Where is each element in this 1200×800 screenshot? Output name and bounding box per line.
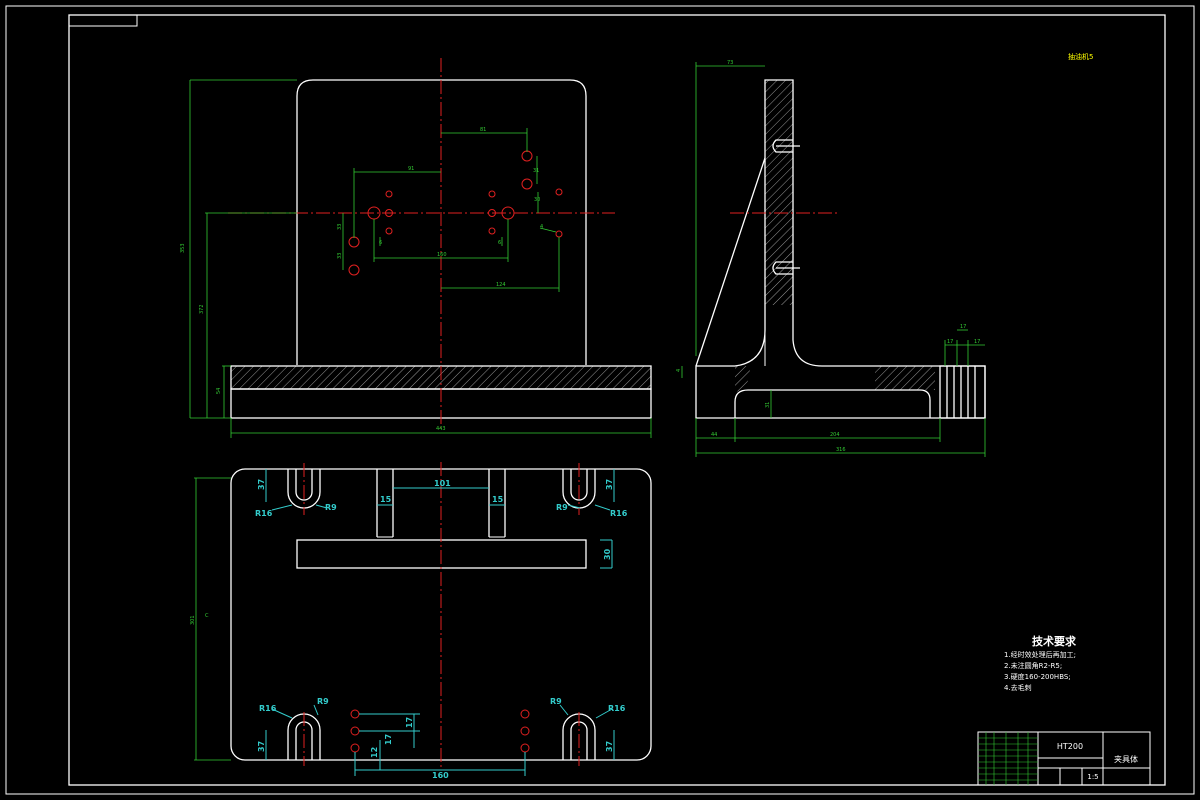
tech-req-item-1: 1.经时效处理后再加工; bbox=[1004, 650, 1076, 659]
dim-15-left: 15 bbox=[380, 495, 392, 504]
svg-text:443: 443 bbox=[436, 426, 446, 432]
tech-req-item-4: 4.去毛刺 bbox=[1004, 683, 1032, 692]
svg-text:54: 54 bbox=[216, 388, 222, 394]
side-view-slot-lines bbox=[939, 365, 986, 419]
dim-37-top-right: 37 bbox=[605, 479, 614, 490]
tech-req-item-3: 3.硬度160-200HBS; bbox=[1004, 672, 1071, 681]
svg-text:33: 33 bbox=[337, 253, 343, 259]
svg-text:372: 372 bbox=[199, 304, 205, 314]
sheet-border-inner bbox=[68, 14, 1166, 786]
svg-text:4: 4 bbox=[540, 224, 543, 230]
front-view-holes bbox=[348, 150, 563, 276]
title-block: HT200 夹具体 1:5 bbox=[977, 731, 1151, 786]
dim-12: 12 bbox=[370, 747, 379, 758]
dim-r9-top-right: R9 bbox=[556, 503, 568, 512]
hole bbox=[488, 227, 496, 235]
bottom-view: 301 C bbox=[190, 462, 652, 780]
svg-text:81: 81 bbox=[480, 127, 486, 133]
dim-r16-bottom-left: R16 bbox=[259, 704, 277, 713]
dim-r16-top-right: R16 bbox=[610, 509, 628, 518]
svg-text:44: 44 bbox=[711, 432, 717, 438]
corner-note: 抽油机5 bbox=[1068, 52, 1093, 61]
hole bbox=[555, 230, 563, 238]
dim-17-a: 17 bbox=[405, 717, 414, 728]
dim-15-right: 15 bbox=[492, 495, 504, 504]
front-view: 353 372 54 443 81 91 160 124 31 30 33 33… bbox=[180, 58, 652, 438]
svg-text:31: 31 bbox=[765, 402, 771, 408]
svg-text:204: 204 bbox=[830, 432, 840, 438]
svg-text:17: 17 bbox=[947, 339, 953, 345]
svg-text:124: 124 bbox=[496, 282, 506, 288]
dim-17-b: 17 bbox=[384, 734, 393, 745]
hole bbox=[385, 227, 393, 235]
title-block-grid bbox=[978, 732, 1038, 785]
svg-text:17: 17 bbox=[960, 324, 966, 330]
drawing-number-box bbox=[68, 14, 138, 27]
svg-text:73: 73 bbox=[727, 60, 733, 66]
bottom-view-dimension-lines: 301 C bbox=[190, 469, 615, 776]
dim-37-bottom-right: 37 bbox=[605, 741, 614, 752]
tech-req-title: 技术要求 bbox=[1032, 634, 1077, 648]
side-view: 73 44 204 316 31 4 17 17 17 bbox=[676, 60, 986, 457]
side-view-dimensions: 73 44 204 316 31 4 17 17 17 bbox=[676, 60, 986, 457]
svg-text:30: 30 bbox=[534, 197, 540, 203]
svg-text:31: 31 bbox=[533, 168, 539, 174]
side-view-right-hatch bbox=[875, 366, 935, 390]
dim-r9-top-left: R9 bbox=[325, 503, 337, 512]
svg-text:C: C bbox=[205, 613, 209, 619]
title-block-part-name: 夹具体 bbox=[1114, 754, 1138, 764]
svg-text:353: 353 bbox=[180, 243, 186, 253]
dim-30: 30 bbox=[603, 548, 612, 560]
technical-requirements: 技术要求 1.经时效处理后再加工; 2.未注圆角R2-R5; 3.硬度160-2… bbox=[1004, 634, 1077, 692]
svg-text:17: 17 bbox=[974, 339, 980, 345]
hole bbox=[348, 264, 360, 276]
bottom-view-dimension-labels: 37 15 101 15 37 R16 R9 R9 R16 30 R16 R9 … bbox=[255, 479, 628, 780]
sheet-border-outer bbox=[5, 5, 1195, 795]
dim-37-top-left: 37 bbox=[257, 479, 266, 490]
hole bbox=[521, 150, 533, 162]
side-view-left-hatch bbox=[735, 366, 750, 392]
hole bbox=[348, 236, 360, 248]
side-view-inner-cut bbox=[734, 389, 931, 418]
hole bbox=[488, 209, 496, 217]
svg-text:301: 301 bbox=[190, 615, 196, 625]
svg-text:316: 316 bbox=[836, 447, 846, 453]
svg-text:91: 91 bbox=[408, 166, 414, 172]
side-view-hatched-web bbox=[765, 80, 793, 305]
svg-text:160: 160 bbox=[437, 252, 447, 258]
hole bbox=[488, 190, 496, 198]
svg-text:6: 6 bbox=[379, 240, 382, 246]
hole bbox=[555, 188, 563, 196]
title-block-scale: 1:5 bbox=[1087, 773, 1098, 781]
svg-text:4: 4 bbox=[676, 369, 682, 372]
dim-160: 160 bbox=[432, 771, 449, 780]
dim-37-bottom-left: 37 bbox=[257, 741, 266, 752]
side-view-bolts bbox=[772, 139, 800, 275]
tech-req-item-2: 2.未注圆角R2-R5; bbox=[1004, 661, 1062, 670]
title-block-material: HT200 bbox=[1057, 742, 1083, 751]
dim-r9-bottom-left: R9 bbox=[317, 697, 329, 706]
hole bbox=[385, 190, 393, 198]
side-view-rib bbox=[695, 157, 766, 367]
hole bbox=[521, 178, 533, 190]
dim-r9-bottom-right: R9 bbox=[550, 697, 562, 706]
dim-r16-bottom-right: R16 bbox=[608, 704, 626, 713]
dim-r16-top-left: R16 bbox=[255, 509, 273, 518]
front-view-dimensions: 353 372 54 443 81 91 160 124 31 30 33 33… bbox=[180, 79, 652, 438]
dim-101: 101 bbox=[434, 479, 451, 488]
hole bbox=[385, 209, 393, 217]
svg-text:33: 33 bbox=[337, 224, 343, 230]
svg-text:6: 6 bbox=[498, 240, 501, 246]
